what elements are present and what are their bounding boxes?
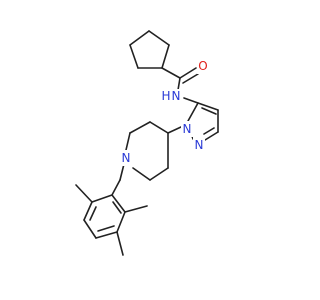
pyrazole-ring bbox=[187, 102, 219, 141]
molecule-diagram: O N H N N N bbox=[75, 30, 219, 256]
atom-label-pyrazole-n2: N bbox=[193, 137, 205, 153]
atom-label-piperidine-n: N bbox=[120, 150, 132, 166]
pyrazole-n2-label: N bbox=[195, 138, 204, 152]
piperidine-nitrogen-label: N bbox=[122, 151, 131, 165]
benzene-ring bbox=[83, 194, 126, 239]
amide-nitrogen-label: N bbox=[172, 89, 181, 103]
pyrazole-n1-label: N bbox=[183, 122, 192, 136]
pyrazole-to-piperidine-bond bbox=[167, 126, 182, 134]
amide-hydrogen-label: H bbox=[161, 89, 170, 103]
nh-to-pyrazole-bond bbox=[183, 97, 199, 104]
cyclopentane-ring bbox=[129, 30, 170, 69]
atom-label-pyrazole-n1: N bbox=[181, 121, 193, 137]
oxygen-label: O bbox=[198, 59, 207, 73]
amide-group bbox=[161, 67, 199, 91]
methyl-groups bbox=[75, 184, 148, 256]
atom-label-amide-nh: N H bbox=[161, 89, 181, 104]
piperidine-ring bbox=[125, 121, 169, 181]
atom-label-oxygen: O bbox=[197, 58, 209, 74]
molecule-structure-canvas: O N H N N N bbox=[75, 30, 219, 256]
benzyl-linker bbox=[111, 163, 125, 196]
